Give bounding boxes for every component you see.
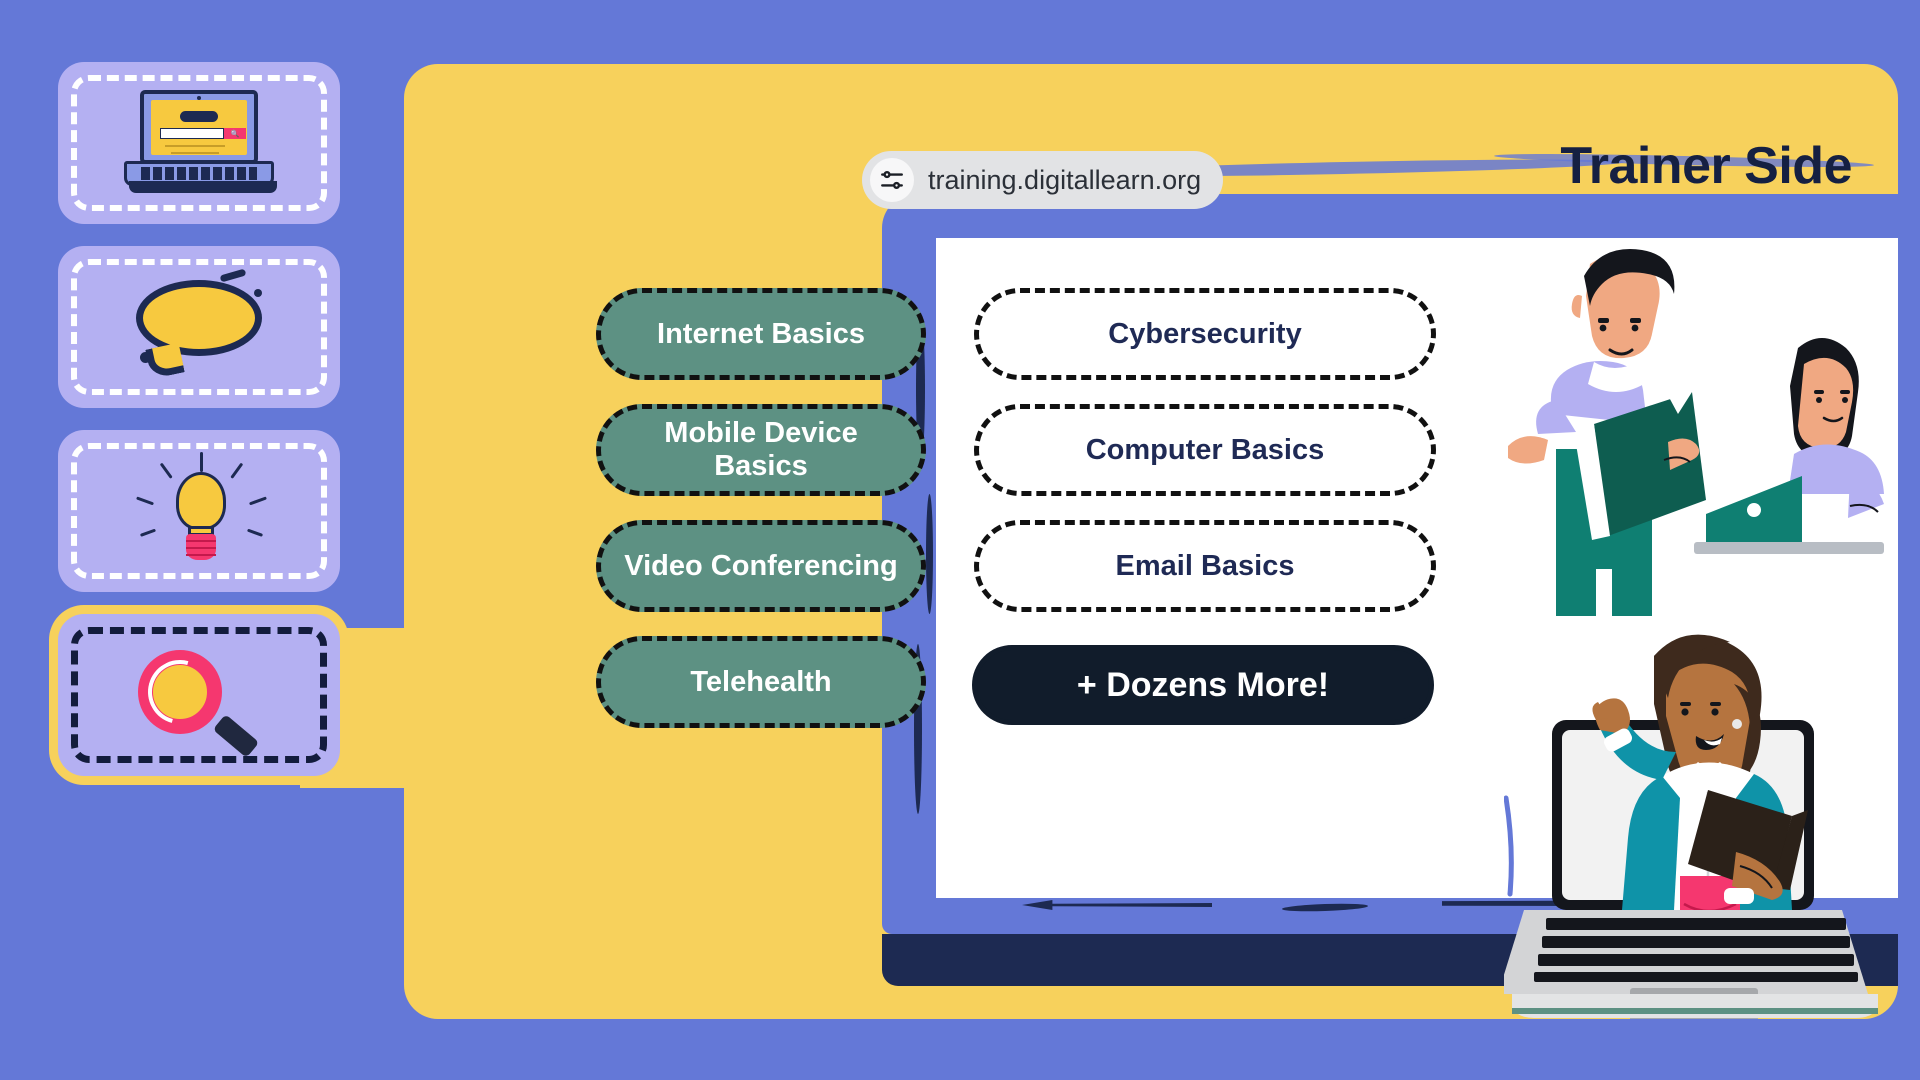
course-button-grid: Internet Basics Cybersecurity Mobile Dev… xyxy=(596,288,1436,728)
course-button-video-conferencing[interactable]: Video Conferencing xyxy=(596,520,926,612)
course-button-internet-basics[interactable]: Internet Basics xyxy=(596,288,926,380)
decorative-edge-stroke xyxy=(926,494,933,614)
decorative-edge-stroke xyxy=(916,314,925,464)
course-button-computer-basics[interactable]: Computer Basics xyxy=(974,404,1436,496)
course-button-cybersecurity[interactable]: Cybersecurity xyxy=(974,288,1436,380)
laptop-search-icon: 🔍 xyxy=(114,88,284,198)
sidebar-item-lightbulb[interactable] xyxy=(58,430,340,592)
sliders-settings-icon[interactable] xyxy=(870,158,914,202)
course-cell-cybersecurity: Cybersecurity xyxy=(974,288,1436,380)
sidebar: 🔍 xyxy=(58,62,340,776)
browser-url-bar[interactable]: training.digitallearn.org xyxy=(862,151,1224,209)
woman-emerging-from-laptop-illustration xyxy=(1504,634,1878,1019)
course-cell-email-basics: Email Basics xyxy=(974,520,1436,612)
speech-bubble-icon xyxy=(114,268,284,382)
course-button-mobile-device-basics[interactable]: Mobile Device Basics xyxy=(596,404,926,496)
course-cell-dozens-more: + Dozens More! xyxy=(972,636,1436,728)
decorative-edge-stroke xyxy=(914,644,922,814)
sidebar-item-magnifying-glass[interactable] xyxy=(58,614,340,776)
decorative-arrow-left xyxy=(1022,900,1212,910)
course-button-dozens-more[interactable]: + Dozens More! xyxy=(972,645,1434,725)
url-text: training.digitallearn.org xyxy=(928,164,1202,195)
course-button-telehealth[interactable]: Telehealth xyxy=(596,636,926,728)
course-button-email-basics[interactable]: Email Basics xyxy=(974,520,1436,612)
magnifying-glass-icon xyxy=(114,640,284,758)
lightbulb-idea-icon xyxy=(114,452,284,566)
page-title: Trainer Side xyxy=(1560,137,1852,195)
sidebar-item-laptop-search[interactable]: 🔍 xyxy=(58,62,340,224)
sidebar-item-speech-bubble[interactable] xyxy=(58,246,340,408)
trainer-with-book-and-learner-illustration xyxy=(1508,249,1884,616)
course-cell-computer-basics: Computer Basics xyxy=(974,404,1436,496)
